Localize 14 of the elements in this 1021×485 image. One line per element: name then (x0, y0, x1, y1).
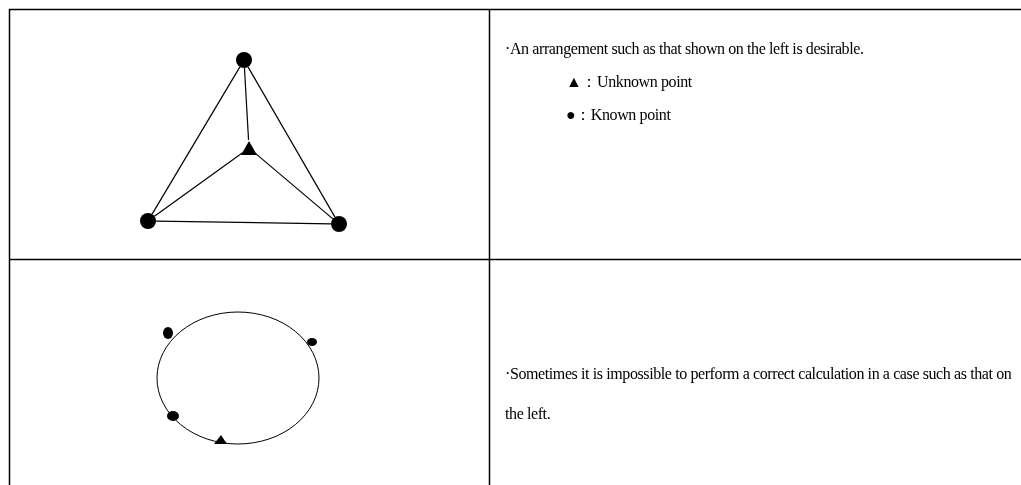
known-point-dot (140, 213, 156, 229)
connecting-line (151, 66, 241, 215)
known-point-dot (236, 52, 252, 68)
description-text: ·An arrangement such as that shown on the left is desirable. (505, 39, 865, 60)
legend-text: ▲：Unknown point (566, 72, 693, 93)
unknown-point-triangle (241, 140, 257, 156)
connecting-line (254, 152, 334, 220)
connecting-line (153, 152, 244, 217)
connecting-line (247, 66, 336, 218)
known-point-dot (331, 216, 347, 232)
connecting-line (155, 220, 332, 225)
legend-text: ●：Known point (566, 105, 672, 126)
connecting-line (243, 67, 250, 141)
description-text: ·Sometimes it is impossible to perform a correct calculation in a case such as that on the left. (505, 364, 1013, 424)
